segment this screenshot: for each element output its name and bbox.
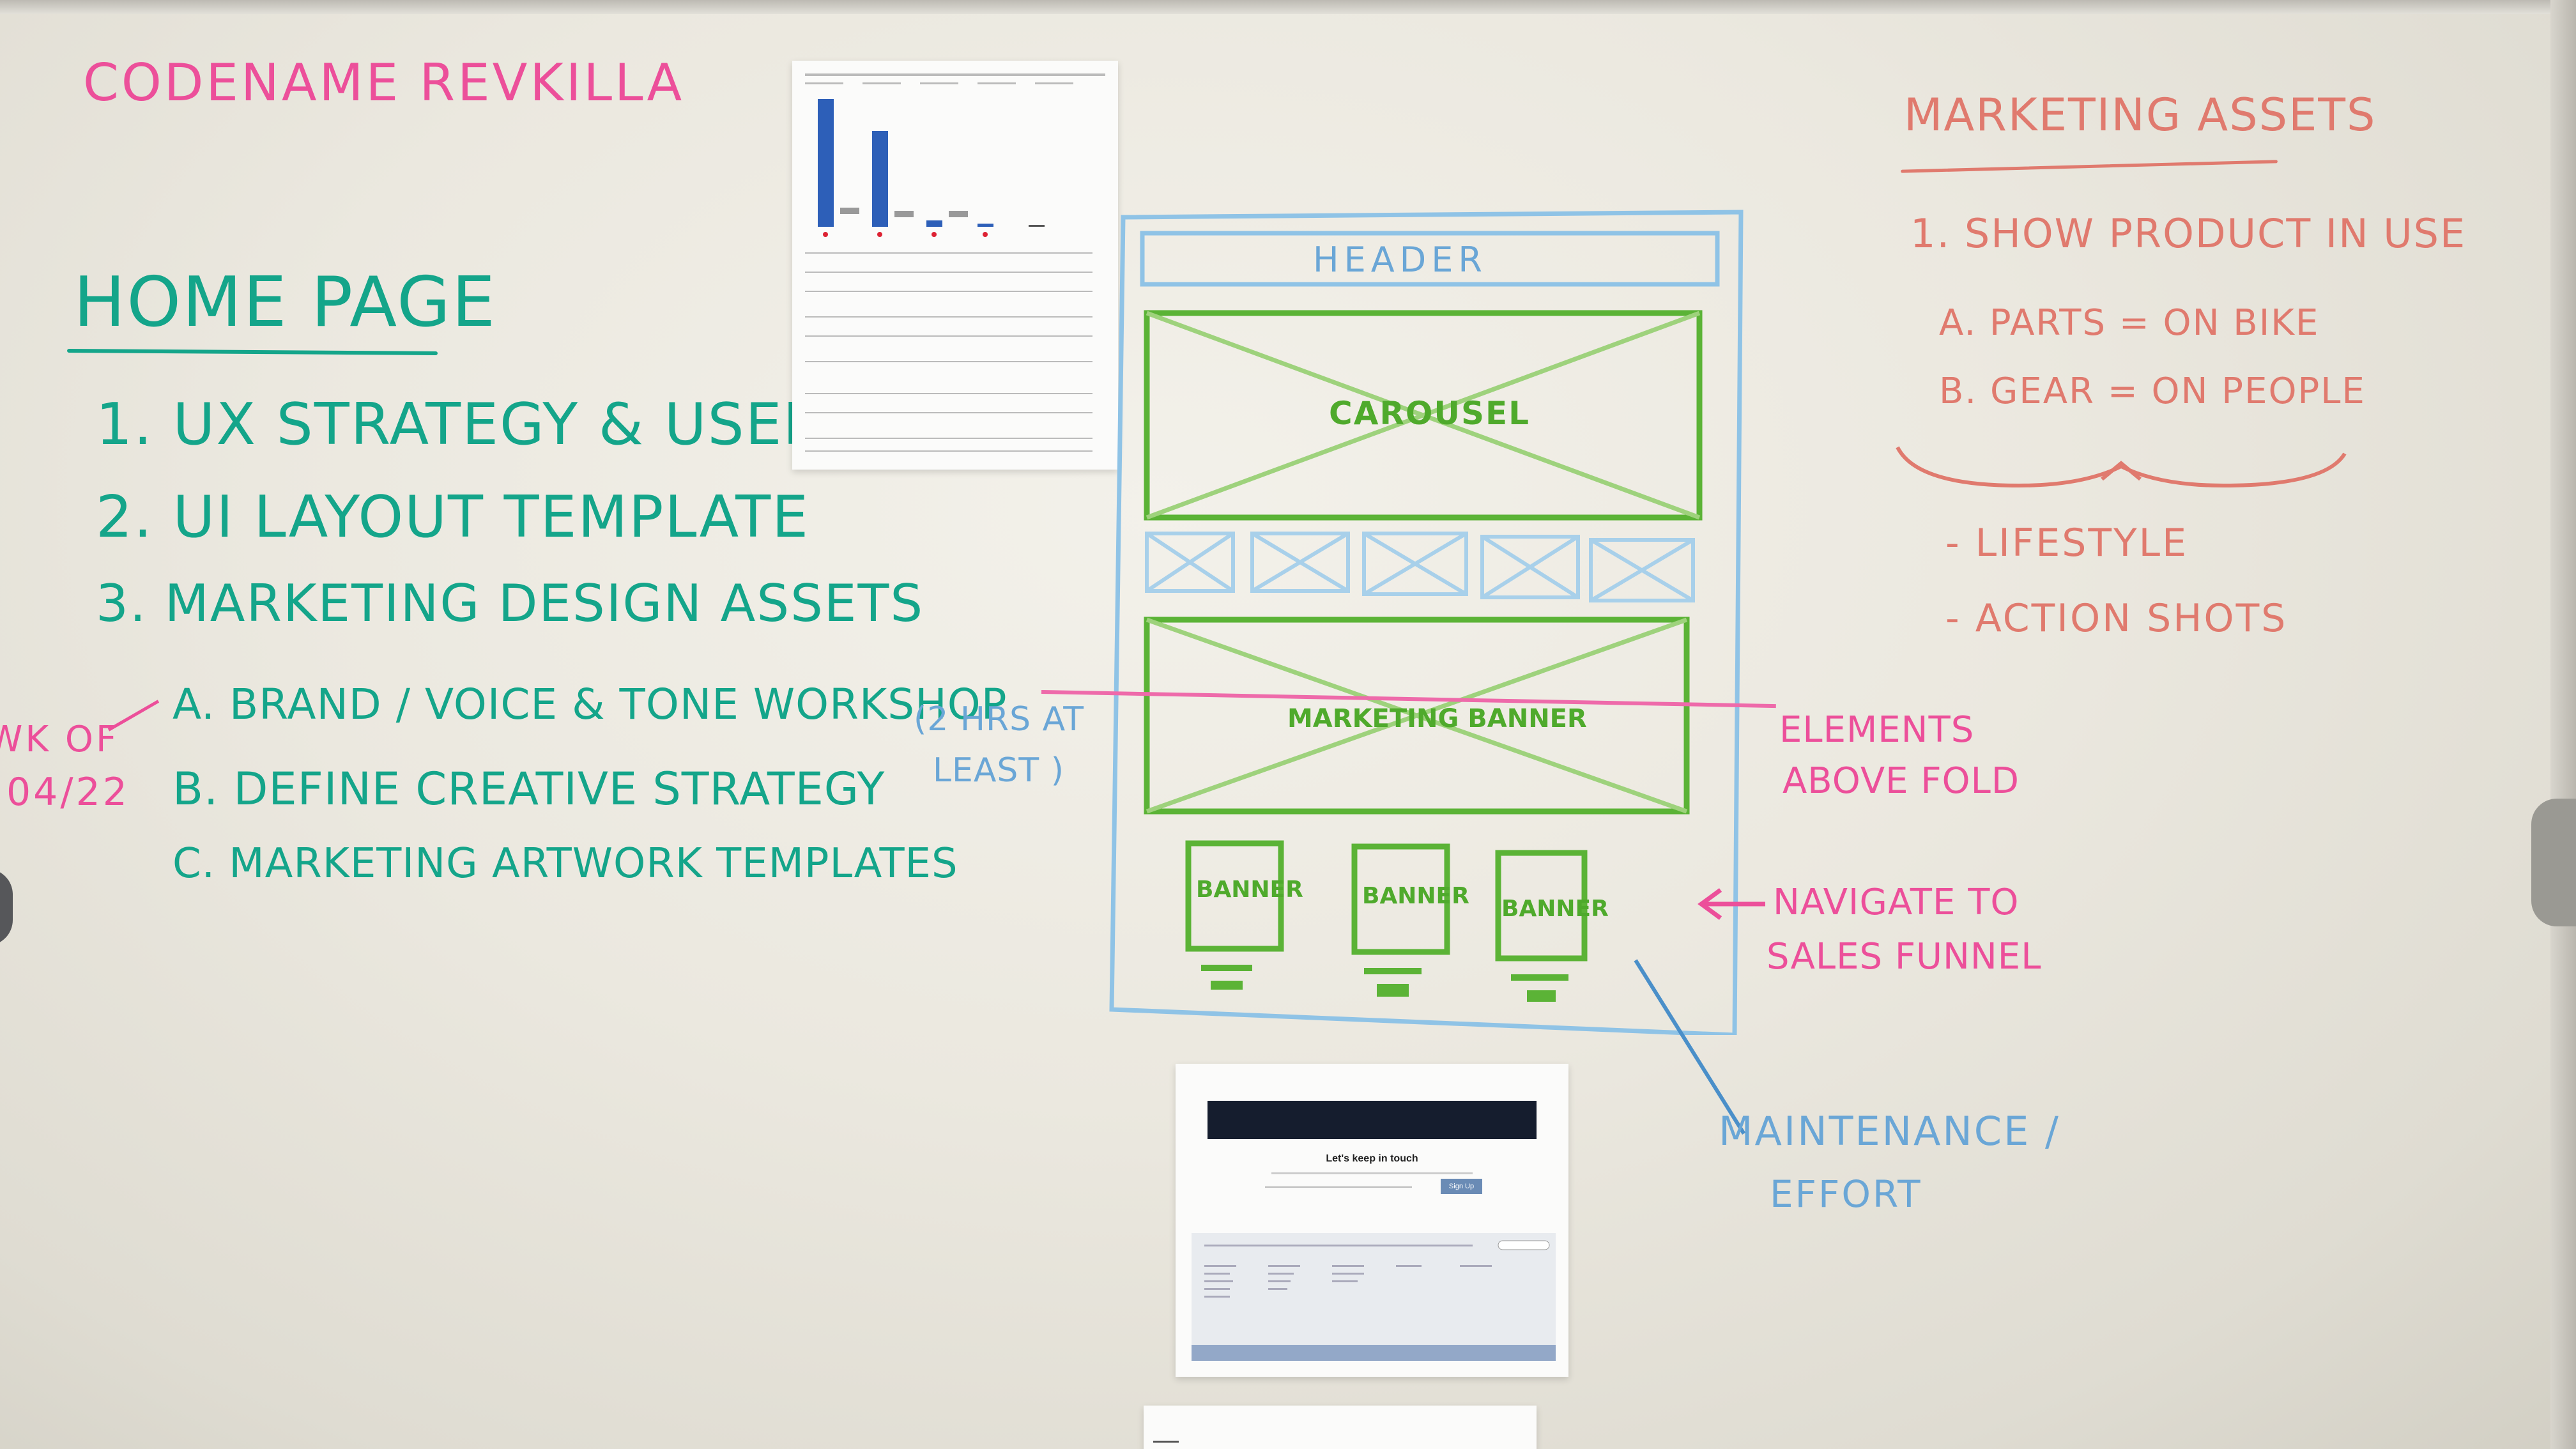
week-of-label: WK OF bbox=[0, 719, 119, 760]
mockup-signup-button: Sign Up bbox=[1441, 1179, 1482, 1194]
list-item-2: 2. UI LAYOUT TEMPLATE bbox=[96, 484, 810, 551]
mockup-subtext-line bbox=[1271, 1172, 1473, 1174]
annotation-sales-funnel: SALES FUNNEL bbox=[1767, 936, 2042, 977]
marketing-item-1: 1. SHOW PRODUCT IN USE bbox=[1910, 210, 2467, 257]
marketing-sub-a: a. PARTS = ON BIKE bbox=[1939, 302, 2320, 344]
sub-item-a: a. BRAND / VOICE & TONE WORKSHOP bbox=[172, 680, 1008, 729]
partial-printout-bottom bbox=[1144, 1406, 1537, 1449]
wireframe-banner-1: BANNER bbox=[1196, 877, 1303, 903]
mockup-dark-bar bbox=[1208, 1101, 1537, 1139]
curly-brace-icon bbox=[1896, 446, 2347, 488]
marketing-bullet-lifestyle: - LIFESTYLE bbox=[1945, 521, 2188, 565]
marketing-assets-title: MARKETING ASSETS bbox=[1904, 89, 2377, 141]
annotation-effort: EFFORT bbox=[1770, 1172, 1922, 1216]
whiteboard-frame-right bbox=[2550, 0, 2576, 1449]
dashboard-printout bbox=[792, 61, 1118, 470]
duration-note-line2: LEAST ) bbox=[933, 751, 1064, 790]
annotation-elements: ELEMENTS bbox=[1779, 709, 1975, 751]
mockup-headline: Let's keep in touch bbox=[1326, 1153, 1418, 1164]
wireframe-carousel-label: CAROUSEL bbox=[1329, 395, 1531, 432]
marketing-bullet-action-shots: - ACTION SHOTS bbox=[1945, 596, 2288, 641]
mockup-email-field bbox=[1265, 1186, 1412, 1188]
sub-item-c: c. MARKETING ARTWORK TEMPLATES bbox=[172, 840, 958, 887]
board-clip-icon bbox=[2531, 799, 2576, 926]
wireframe-header-label: HEADER bbox=[1313, 240, 1487, 280]
sub-item-b: b. DEFINE CREATIVE STRATEGY bbox=[172, 763, 885, 815]
mockup-footer-links bbox=[1204, 1240, 1550, 1298]
dashboard-printout-graphic bbox=[805, 73, 1105, 452]
whiteboard-frame-top bbox=[0, 0, 2576, 14]
annotation-navigate-to: NAVIGATE TO bbox=[1773, 882, 2020, 923]
footer-mockup-printout: Let's keep in touch Sign Up bbox=[1176, 1064, 1568, 1377]
heading-underline bbox=[66, 348, 438, 356]
board-clip-left-icon bbox=[0, 869, 13, 946]
arrow-left-icon bbox=[1698, 888, 1765, 920]
annotation-above-fold: ABOVE FOLD bbox=[1782, 760, 2020, 802]
wireframe-banner-2: BANNER bbox=[1362, 883, 1469, 909]
annotation-maintenance: MAINTENANCE / bbox=[1719, 1108, 2060, 1154]
partial-printout-text bbox=[1153, 1441, 1179, 1443]
duration-note-line1: (2 HRS AT bbox=[914, 700, 1084, 739]
mockup-footer-area bbox=[1192, 1233, 1556, 1345]
week-arrow-line bbox=[107, 700, 160, 732]
week-of-date: 04/22 bbox=[6, 770, 130, 815]
marketing-assets-underline bbox=[1901, 160, 2278, 173]
marketing-sub-b: b. GEAR = ON PEOPLE bbox=[1939, 371, 2366, 412]
home-page-heading: HOME PAGE bbox=[73, 263, 497, 342]
codename-title: CODENAME REVKILLA bbox=[83, 53, 685, 112]
wireframe-sketch bbox=[1109, 210, 1744, 1035]
wireframe-banner-3: BANNER bbox=[1501, 896, 1609, 922]
mockup-footer-bottom-bar bbox=[1192, 1345, 1556, 1361]
list-item-3: 3. MARKETING DESIGN ASSETS bbox=[96, 574, 924, 633]
wireframe-marketing-banner-label: MARKETING BANNER bbox=[1287, 704, 1587, 733]
